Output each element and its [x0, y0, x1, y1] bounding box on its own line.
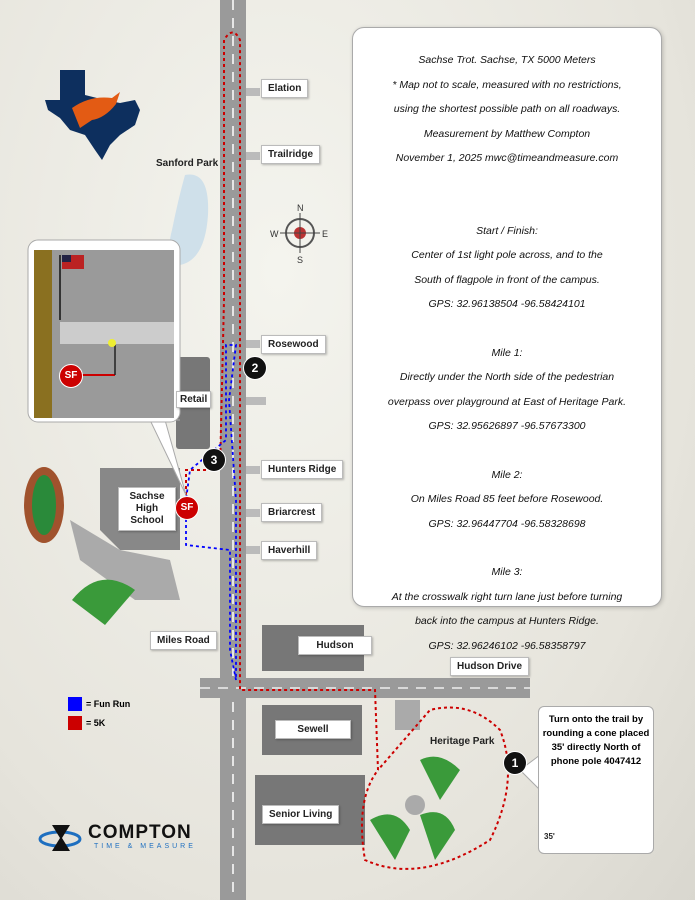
mile2-gps: GPS: 32.96447704 -96.58328698 [428, 517, 586, 530]
course-info-panel: Sachse Trot. Sachse, TX 5000 Meters * Ma… [352, 27, 662, 652]
legend-5k: = 5K [68, 716, 105, 730]
logo-name: COMPTON [88, 822, 192, 843]
info-line: November 1, 2025 mwc@timeandmeasure.com [395, 152, 619, 164]
texas-mustang-logo [45, 70, 140, 160]
info-line: Measurement by Matthew Compton [423, 127, 591, 140]
street-label-hunters-ridge: Hunters Ridge [261, 460, 344, 479]
start-title: Start / Finish: [476, 224, 538, 237]
logo-tagline: TIME & MEASURE [94, 843, 196, 850]
svg-text:S: S [297, 255, 303, 265]
place-senior-living: Senior Living [262, 805, 340, 824]
start-desc: Center of 1st light pole across, and to … [411, 249, 603, 261]
mile1-title: Mile 1: [491, 346, 523, 359]
street-label-trailridge: Trailridge [261, 145, 321, 164]
start-finish-marker: SF [175, 496, 199, 520]
start-desc: South of flagpole in front of the campus… [414, 273, 600, 286]
legend-label: = 5K [86, 718, 106, 728]
fun-run-swatch [68, 697, 82, 711]
place-sanford-park: Sanford Park [156, 158, 219, 169]
baseball-field [72, 579, 135, 625]
mile2-desc: On Miles Road 85 feet before Rosewood. [410, 493, 604, 505]
street-label-haverhill: Haverhill [261, 541, 318, 560]
info-line: using the shortest possible path on all … [393, 103, 621, 115]
svg-text:N: N [297, 203, 304, 213]
street-label-hudson-drive: Hudson Drive [450, 657, 530, 676]
mile3-desc: back into the campus at Hunters Ridge. [415, 615, 599, 627]
svg-text:E: E [322, 229, 328, 239]
place-hudson: Hudson [298, 636, 372, 655]
route-5k [185, 31, 509, 870]
start-gps: GPS: 32.96138504 -96.58424101 [428, 298, 586, 310]
callout-text: Turn onto the trail by rounding a cone p… [542, 714, 650, 767]
mile-3-marker: 3 [202, 448, 226, 472]
compton-logo: COMPTON TIME & MEASURE [38, 822, 193, 859]
start-finish-inset-marker: SF [59, 364, 83, 388]
info-line: Sachse Trot. Sachse, TX 5000 Meters [418, 54, 596, 66]
mile-1-marker: 1 [503, 751, 527, 775]
hourglass-logo-icon [38, 825, 82, 851]
mile3-gps: GPS: 32.96246102 -96.58358797 [428, 639, 586, 652]
5k-swatch [68, 716, 82, 730]
street-label-briarcrest: Briarcrest [261, 503, 323, 522]
place-sewell: Sewell [275, 720, 351, 739]
place-heritage-park: Heritage Park [430, 736, 495, 747]
route-fun-run [185, 344, 238, 681]
street-label-elation: Elation [261, 79, 309, 98]
mile-1-callout: Turn onto the trail by rounding a cone p… [538, 706, 654, 854]
mile-2-marker: 2 [243, 356, 267, 380]
callout-dimension: 35' [544, 832, 555, 841]
mile2-title: Mile 2: [491, 468, 523, 481]
mile1-gps: GPS: 32.95626897 -96.57673300 [428, 420, 586, 432]
svg-text:W: W [270, 229, 279, 239]
place-school: Sachse High School [118, 487, 176, 531]
info-line: * Map not to scale, measured with no res… [392, 78, 622, 91]
mile3-title: Mile 3: [491, 566, 523, 578]
place-retail: Retail [176, 391, 212, 408]
mile1-desc: overpass over playground at East of Heri… [387, 395, 627, 408]
compass-icon: N S E W [270, 203, 328, 265]
street-label-rosewood: Rosewood [261, 335, 326, 354]
legend-fun-run: = Fun Run [68, 697, 130, 711]
legend-label: = Fun Run [86, 699, 131, 709]
street-label-miles-road: Miles Road [150, 631, 217, 650]
mile1-desc: Directly under the North side of the ped… [399, 371, 615, 383]
sanford-park-pond [169, 174, 209, 265]
mile3-desc: At the crosswalk right turn lane just be… [391, 590, 623, 603]
